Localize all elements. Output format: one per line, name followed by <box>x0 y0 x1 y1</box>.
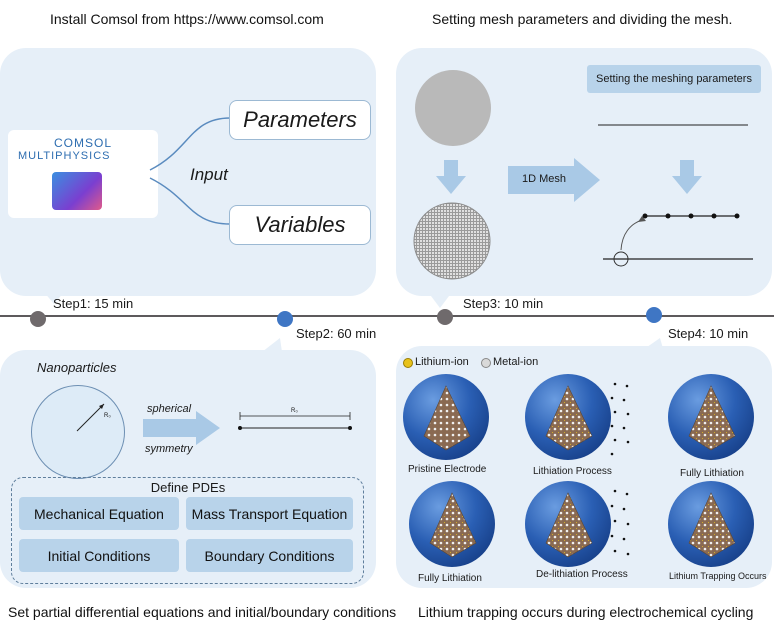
spherical-label: spherical <box>147 403 192 415</box>
logo-text-multiphysics: MULTIPHYSICS <box>18 150 111 162</box>
meshed-circle <box>413 202 491 280</box>
step4-marker <box>646 307 662 323</box>
step3-marker <box>437 309 453 325</box>
label-fully-1: Fully Lithiation <box>680 468 744 479</box>
step3-label: Step3: 10 min <box>463 296 544 311</box>
variables-box: Variables <box>229 205 371 245</box>
label-lithiation: Lithiation Process <box>533 466 612 477</box>
label-delithiation: De-lithiation Process <box>536 569 628 580</box>
label-trapping: Lithium Trapping Occurs <box>669 571 767 581</box>
label-fully-2: Fully Lithiation <box>418 573 482 584</box>
boundary-conditions-box: Boundary Conditions <box>186 539 353 572</box>
label-pristine: Pristine Electrode <box>408 464 487 475</box>
logo-text-comsol: COMSOL <box>54 136 113 150</box>
define-pdes-title: Define PDEs <box>150 480 226 495</box>
comsol-logo: COMSOL MULTIPHYSICS <box>8 130 158 218</box>
step1-label: Step1: 15 min <box>53 296 134 311</box>
caption-mesh: Setting mesh parameters and dividing the… <box>432 11 733 27</box>
step2-marker <box>277 311 293 327</box>
down-arrow-icon <box>672 160 702 194</box>
symmetry-label: symmetry <box>145 443 193 455</box>
metal-ion-legend-icon <box>481 358 491 368</box>
particle-circle <box>415 70 491 146</box>
right-arrow-icon <box>143 411 220 445</box>
meshing-params-box: Setting the meshing parameters <box>587 65 761 93</box>
step1-marker <box>30 311 46 327</box>
radius-label: R₀ <box>104 413 111 419</box>
nanoparticle-circle <box>31 385 125 479</box>
input-label: Input <box>190 165 228 184</box>
timeline-line <box>0 315 774 317</box>
metal-ion-legend: Metal-ion <box>493 356 539 368</box>
initial-conditions-box: Initial Conditions <box>19 539 179 572</box>
step4-label: Step4: 10 min <box>668 326 749 341</box>
comsol-app-icon <box>52 172 102 210</box>
define-pdes-group <box>11 477 364 584</box>
caption-pde: Set partial differential equations and i… <box>8 604 397 620</box>
mesh-1d-label: 1D Mesh <box>522 173 567 185</box>
line-label: R₀ <box>291 408 298 414</box>
parameters-box: Parameters <box>229 100 371 140</box>
down-arrow-icon <box>436 160 466 194</box>
mechanical-equation-box: Mechanical Equation <box>19 497 179 530</box>
lithium-ion-legend-icon <box>403 358 413 368</box>
right-arrow-icon <box>508 158 600 202</box>
caption-lithium: Lithium trapping occurs during electroch… <box>418 604 754 620</box>
nanoparticles-label: Nanoparticles <box>37 360 117 375</box>
caption-install: Install Comsol from https://www.comsol.c… <box>50 11 324 27</box>
lithium-ion-legend: Lithium-ion <box>415 356 469 368</box>
mass-transport-box: Mass Transport Equation <box>186 497 353 530</box>
step2-label: Step2: 60 min <box>296 326 377 341</box>
